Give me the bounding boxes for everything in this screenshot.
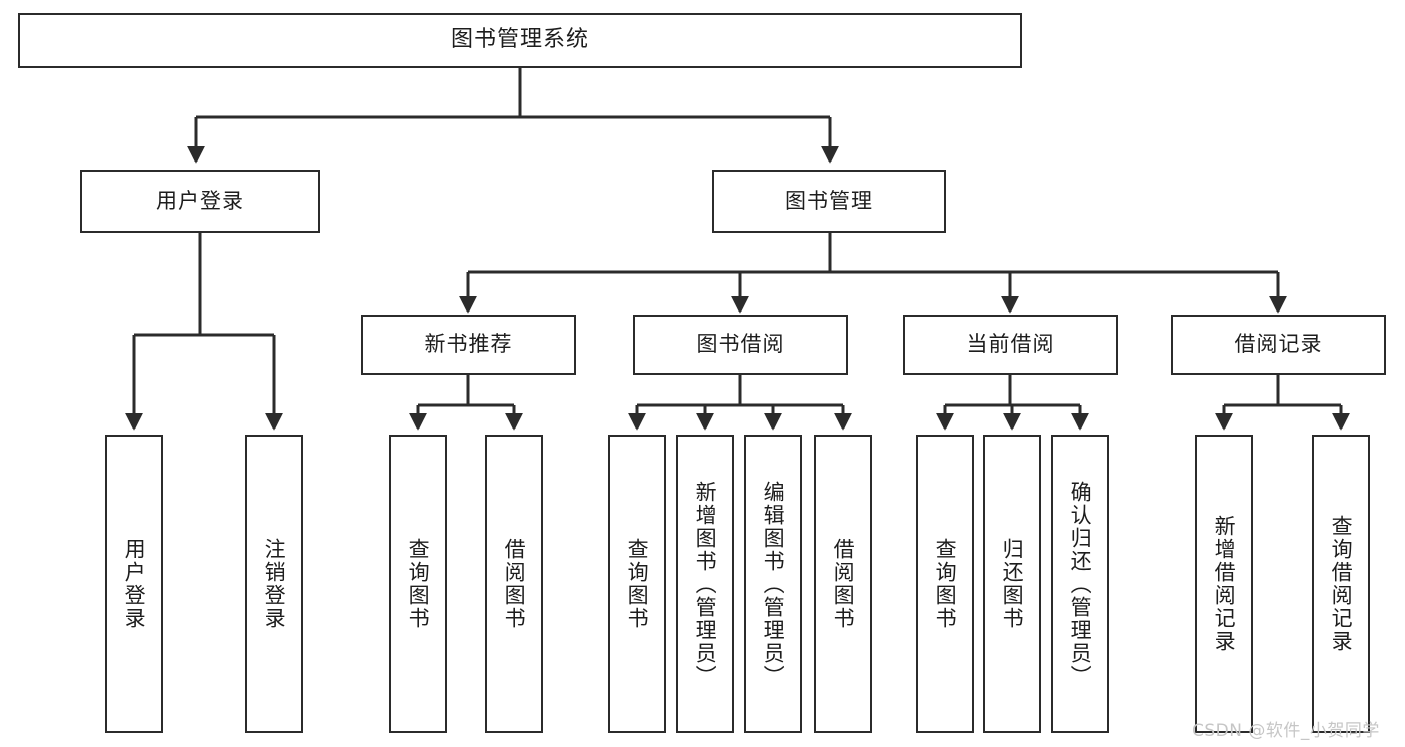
- node-current-borrow[interactable]: 当前借阅: [903, 315, 1118, 375]
- leaf-book-borrow-query[interactable]: 查询图书: [608, 435, 666, 733]
- leaf-borrow-record-add[interactable]: 新增借阅记录: [1195, 435, 1253, 733]
- leaf-current-borrow-query[interactable]: 查询图书: [916, 435, 974, 733]
- node-label: 图书借阅: [696, 332, 785, 357]
- node-label: 查询图书: [406, 538, 431, 630]
- leaf-current-borrow-return[interactable]: 归还图书: [983, 435, 1041, 733]
- node-label: 新增图书（管理员）: [693, 480, 718, 688]
- node-label: 查询图书: [625, 538, 650, 630]
- node-label: 当前借阅: [966, 332, 1055, 357]
- leaf-new-book-borrow[interactable]: 借阅图书: [485, 435, 543, 733]
- node-borrow-record[interactable]: 借阅记录: [1171, 315, 1386, 375]
- node-new-book-recommend[interactable]: 新书推荐: [361, 315, 576, 375]
- node-label: 查询借阅记录: [1329, 515, 1354, 653]
- node-label: 图书管理系统: [450, 27, 589, 53]
- csdn-watermark: CSDN @软件_小贺同学: [1192, 721, 1380, 741]
- node-label: 查询图书: [933, 538, 958, 630]
- node-book-management[interactable]: 图书管理: [712, 170, 946, 233]
- node-root-book-management-system[interactable]: 图书管理系统: [18, 13, 1022, 68]
- node-label: 新增借阅记录: [1212, 515, 1237, 653]
- leaf-user-login-logout[interactable]: 注销登录: [245, 435, 303, 733]
- node-label: 用户登录: [156, 188, 244, 213]
- node-book-borrow[interactable]: 图书借阅: [633, 315, 848, 375]
- leaf-book-borrow-edit[interactable]: 编辑图书（管理员）: [744, 435, 802, 733]
- leaf-book-borrow-add[interactable]: 新增图书（管理员）: [676, 435, 734, 733]
- node-label: 用户登录: [122, 538, 147, 630]
- node-label: 确认归还（管理员）: [1068, 480, 1093, 688]
- node-label: 借阅图书: [502, 538, 527, 630]
- node-label: 注销登录: [262, 538, 287, 630]
- leaf-book-borrow-borrow[interactable]: 借阅图书: [814, 435, 872, 733]
- node-label: 新书推荐: [424, 332, 513, 357]
- leaf-new-book-query[interactable]: 查询图书: [389, 435, 447, 733]
- node-user-login[interactable]: 用户登录: [80, 170, 320, 233]
- node-label: 借阅图书: [831, 538, 856, 630]
- node-label: 图书管理: [785, 188, 873, 213]
- leaf-borrow-record-query[interactable]: 查询借阅记录: [1312, 435, 1370, 733]
- node-label: 编辑图书（管理员）: [761, 480, 786, 688]
- node-label: 借阅记录: [1234, 332, 1323, 357]
- leaf-current-borrow-confirm-return[interactable]: 确认归还（管理员）: [1051, 435, 1109, 733]
- leaf-user-login-login[interactable]: 用户登录: [105, 435, 163, 733]
- node-label: 归还图书: [1000, 538, 1025, 630]
